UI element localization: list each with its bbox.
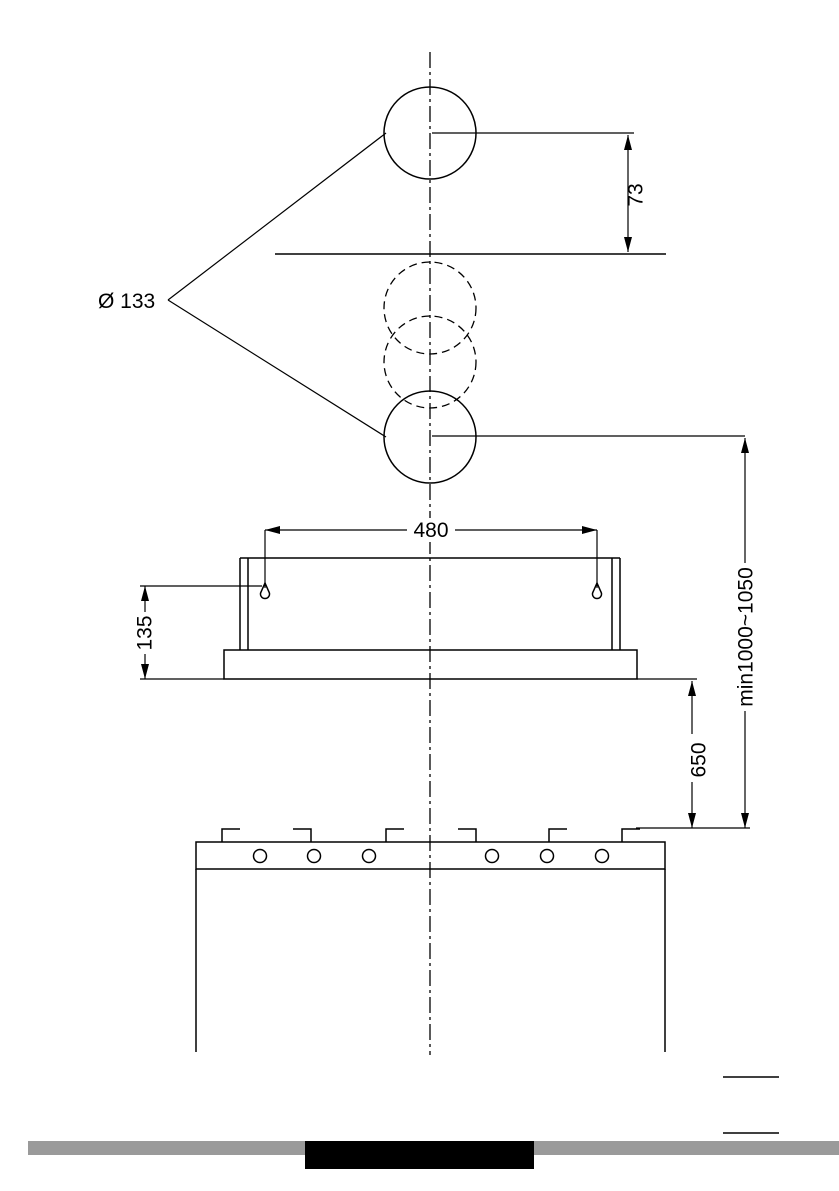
knob-4 (486, 850, 499, 863)
diameter-label: Ø 133 (98, 290, 155, 313)
footer-black-block (305, 1141, 534, 1169)
dimension-range-arrow-bottom (741, 813, 749, 828)
dimension-range-arrow-top (741, 438, 749, 453)
knob-2 (308, 850, 321, 863)
pan-support-4 (458, 829, 476, 842)
pan-support-2 (293, 829, 311, 842)
pan-support-6 (622, 829, 640, 842)
pan-support-3 (386, 829, 404, 842)
dimension-480-label: 480 (413, 519, 448, 542)
dimension-135-label: 135 (134, 615, 157, 650)
dimension-480-arrow-left (265, 526, 280, 534)
dimension-73-arrow-top (624, 135, 632, 150)
dimension-135-arrow-top (141, 586, 149, 601)
pan-support-5 (549, 829, 567, 842)
dimension-480-arrow-right (582, 526, 597, 534)
knob-3 (363, 850, 376, 863)
dimension-650-arrow-bottom (688, 813, 696, 828)
pan-support-1 (222, 829, 240, 842)
knob-6 (596, 850, 609, 863)
dimension-135-arrow-bottom (141, 664, 149, 679)
diameter-leader-upper (168, 133, 386, 300)
dimension-range-label: min1000~1050 (735, 567, 758, 707)
knob-5 (541, 850, 554, 863)
dimension-650-arrow-top (688, 681, 696, 696)
knob-1 (254, 850, 267, 863)
dimension-650-label: 650 (688, 742, 711, 777)
dimension-73-label: 73 (625, 183, 648, 206)
dimension-73-arrow-bottom (624, 237, 632, 252)
diameter-leader-lower (168, 300, 386, 437)
